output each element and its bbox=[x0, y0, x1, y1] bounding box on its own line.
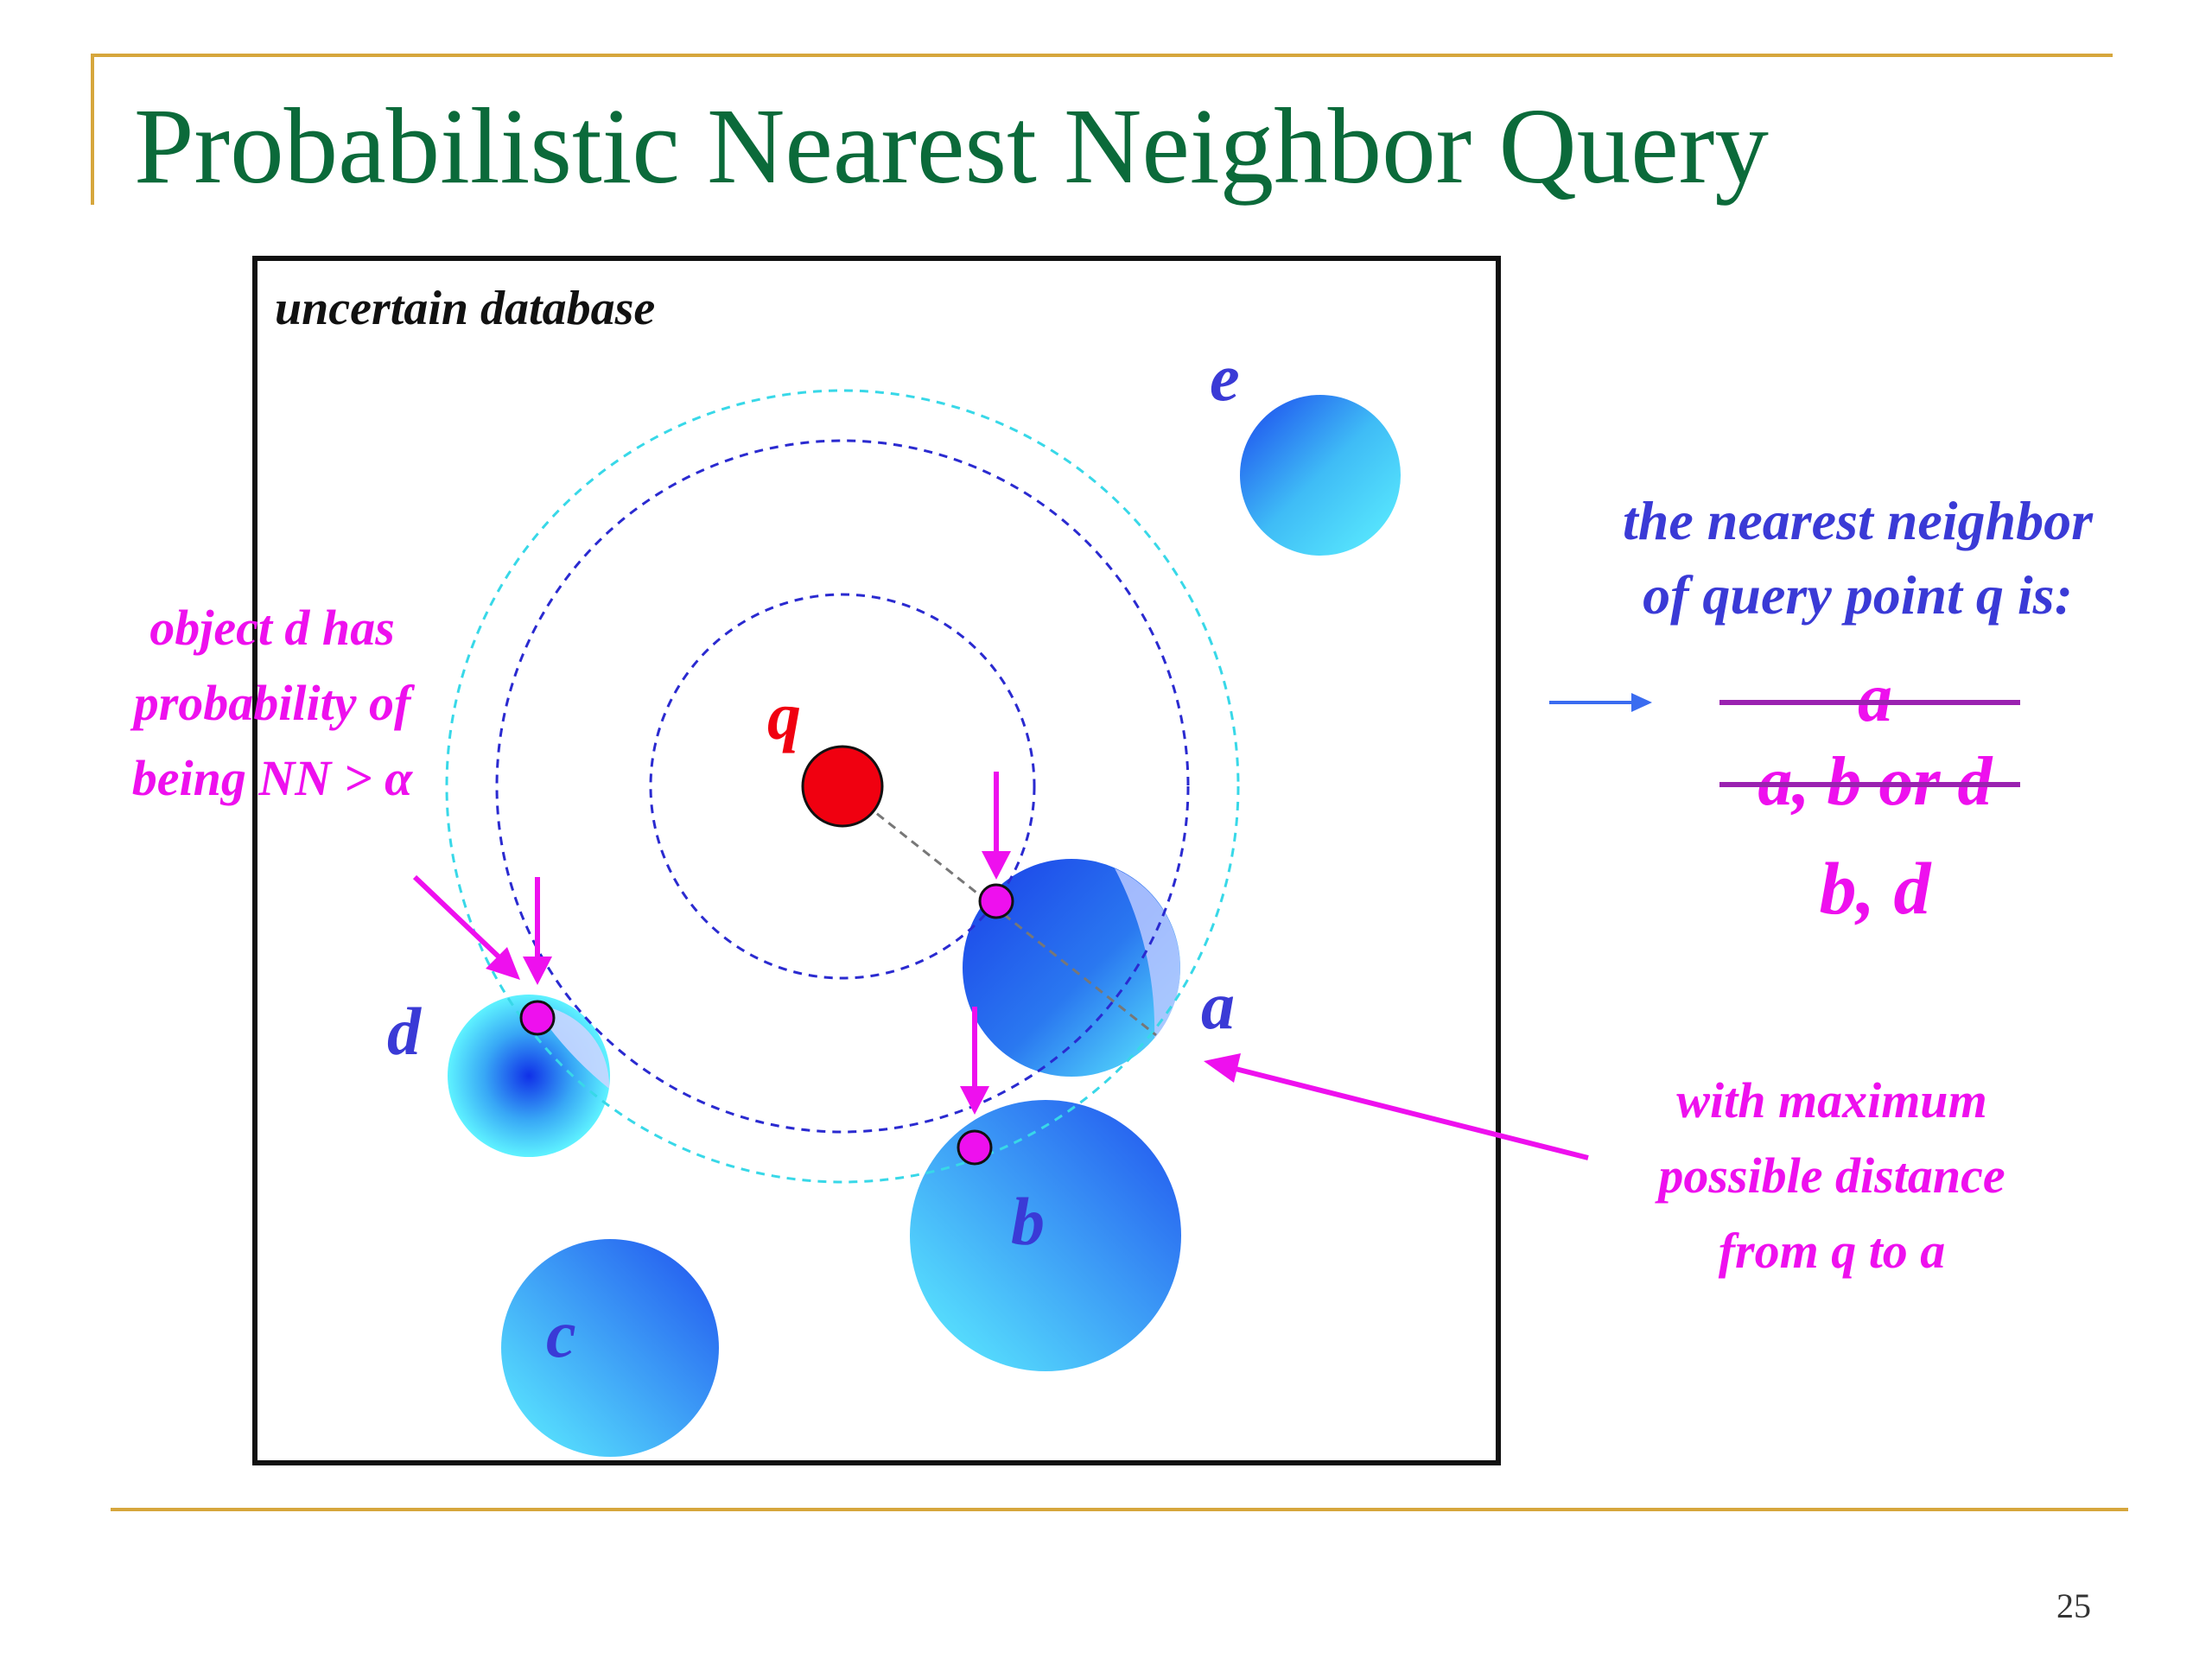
nn-heading: the nearest neighbor of query point q is… bbox=[1573, 484, 2143, 632]
top-rule bbox=[91, 54, 2113, 57]
object-a-label: a bbox=[1201, 968, 1235, 1043]
max-distance-note-line: with maximum bbox=[1676, 1072, 1987, 1128]
arrow-diagonal-to-d bbox=[412, 874, 520, 980]
object-b-region bbox=[910, 1100, 1181, 1371]
object-b-label: b bbox=[1011, 1184, 1045, 1259]
max-distance-note-line: possible distance bbox=[1658, 1147, 2005, 1204]
arrow-down-to-a bbox=[982, 772, 1011, 880]
arrow-down-to-d bbox=[523, 877, 552, 985]
mid-distance-circle bbox=[495, 439, 1190, 1134]
max-distance-note-line: from q to a bbox=[1718, 1223, 1946, 1279]
probability-note-line: object d has bbox=[149, 600, 395, 656]
left-rule bbox=[91, 54, 94, 205]
arrow-down-to-b bbox=[960, 1007, 989, 1115]
uncertain-database-frame bbox=[252, 256, 1501, 1465]
bottom-rule bbox=[111, 1508, 2128, 1511]
page-number: 25 bbox=[2056, 1586, 2091, 1625]
strike-line-abd bbox=[1719, 782, 2020, 787]
probability-note-line: probability of bbox=[133, 675, 411, 731]
probability-note-line: being NN > α bbox=[131, 750, 413, 806]
object-c-label: c bbox=[546, 1296, 576, 1371]
max-distance-note: with maximum possible distance from q to… bbox=[1564, 1063, 2100, 1288]
strike-line-a bbox=[1719, 700, 2020, 705]
min-distance-circle bbox=[649, 593, 1036, 980]
query-point-label: q bbox=[767, 678, 801, 753]
final-answer: b, d bbox=[1819, 847, 1931, 930]
object-e-region bbox=[1240, 395, 1401, 556]
q-to-a-line bbox=[842, 785, 1157, 1037]
slide-title: Probabilistic Nearest Neighbor Query bbox=[134, 87, 1769, 207]
object-a-region bbox=[963, 859, 1180, 1077]
nn-heading-line: the nearest neighbor bbox=[1622, 490, 2094, 551]
struck-answer-a: a bbox=[1858, 660, 1892, 736]
max-distance-circle bbox=[445, 389, 1240, 1184]
query-point bbox=[801, 745, 884, 828]
answer-arrow bbox=[1549, 693, 1652, 712]
nn-heading-line: of query point q is: bbox=[1643, 564, 2073, 626]
object-c-region bbox=[501, 1239, 719, 1457]
marker-d bbox=[519, 1000, 556, 1036]
uncertain-database-label: uncertain database bbox=[275, 282, 656, 335]
marker-a bbox=[978, 883, 1014, 919]
object-d-label: d bbox=[387, 994, 421, 1069]
arrow-to-a-maximum bbox=[1204, 1053, 1589, 1160]
probability-note: object d has probability of being NN > α bbox=[82, 590, 462, 816]
object-e-label: e bbox=[1210, 340, 1240, 415]
marker-b bbox=[957, 1129, 993, 1166]
